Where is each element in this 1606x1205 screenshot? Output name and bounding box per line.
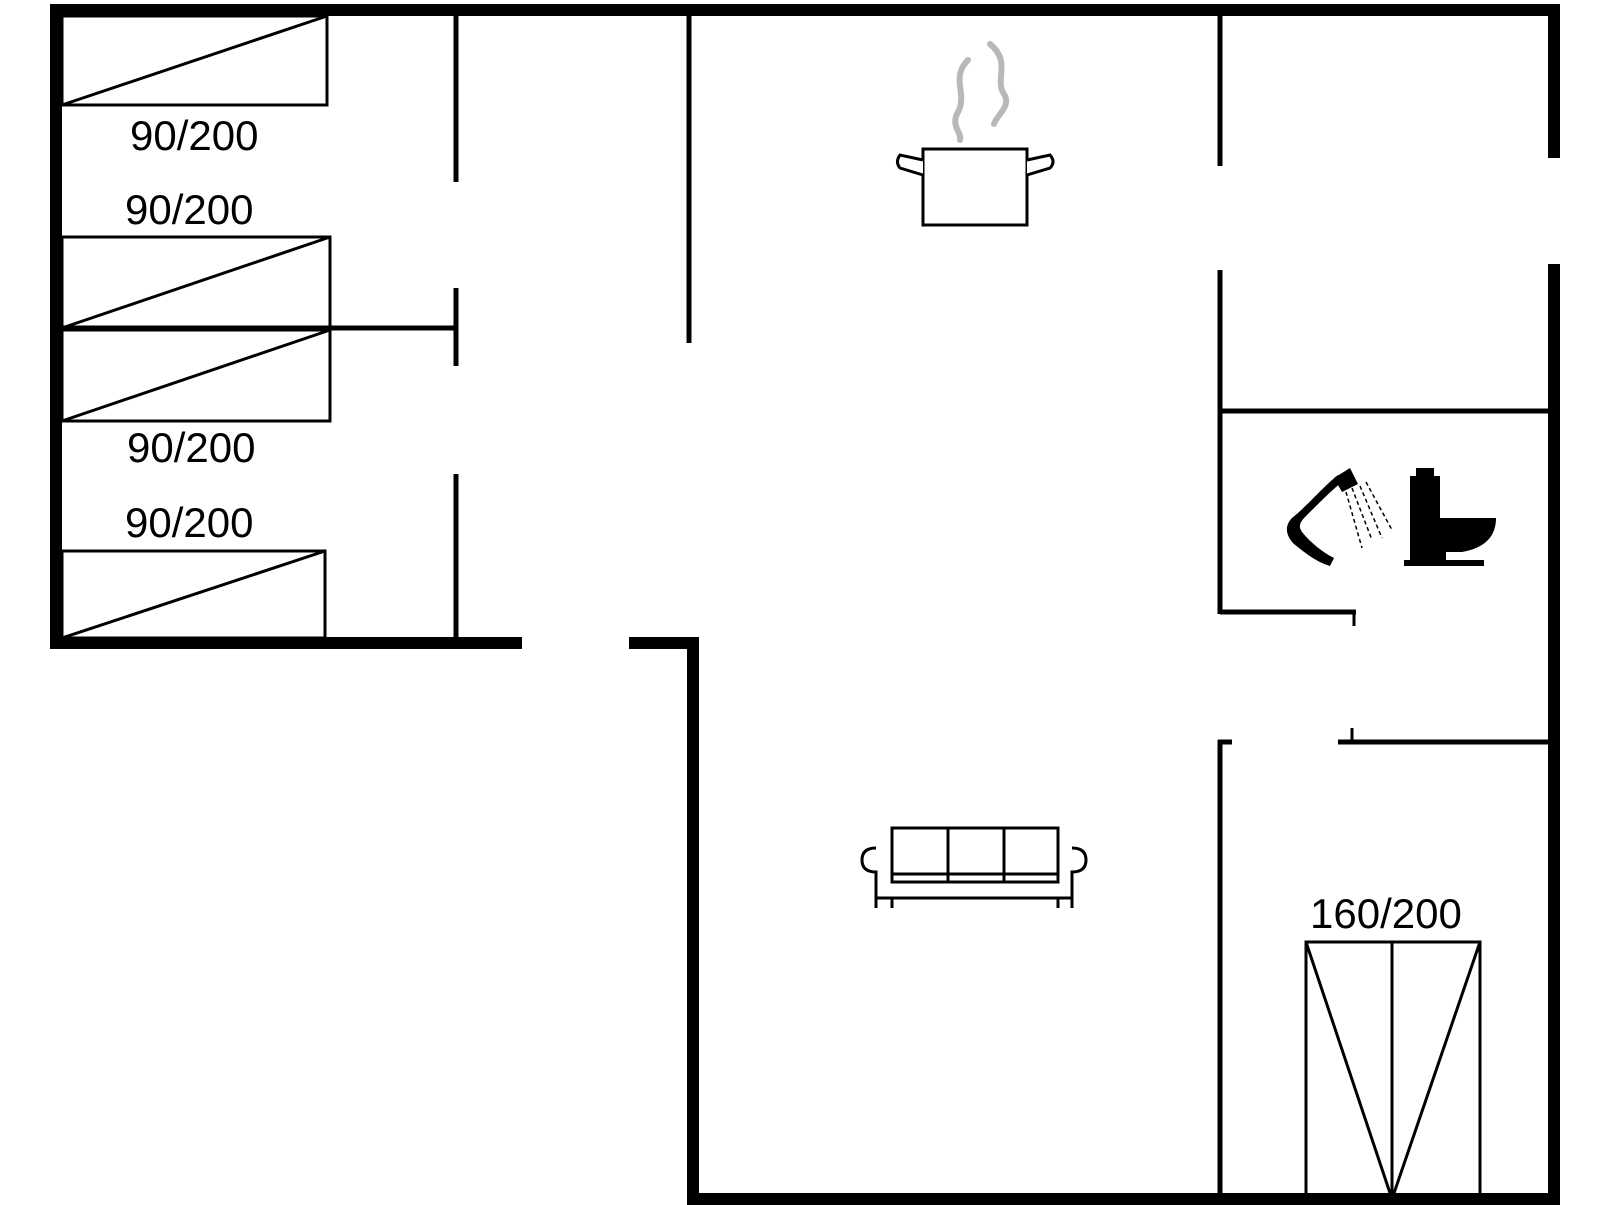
sofa-icon [860, 826, 1088, 908]
bed-size-label: 160/200 [1310, 890, 1462, 937]
bed-size-label: 90/200 [127, 424, 255, 471]
interior-walls [62, 10, 1554, 1199]
single-bed-3 [60, 328, 332, 423]
single-bed-2 [60, 235, 332, 330]
single-bed-4 [60, 549, 327, 640]
exterior-walls [50, 4, 1560, 1205]
bed-size-label: 90/200 [125, 186, 253, 233]
bed-size-label: 90/200 [130, 112, 258, 159]
toilet-icon [1404, 468, 1496, 566]
cooking-pot-icon [896, 41, 1055, 227]
double-bed [1304, 940, 1482, 1201]
bed-size-label: 90/200 [125, 499, 253, 546]
single-bed-1 [60, 14, 329, 107]
shower-icon [1286, 468, 1393, 566]
